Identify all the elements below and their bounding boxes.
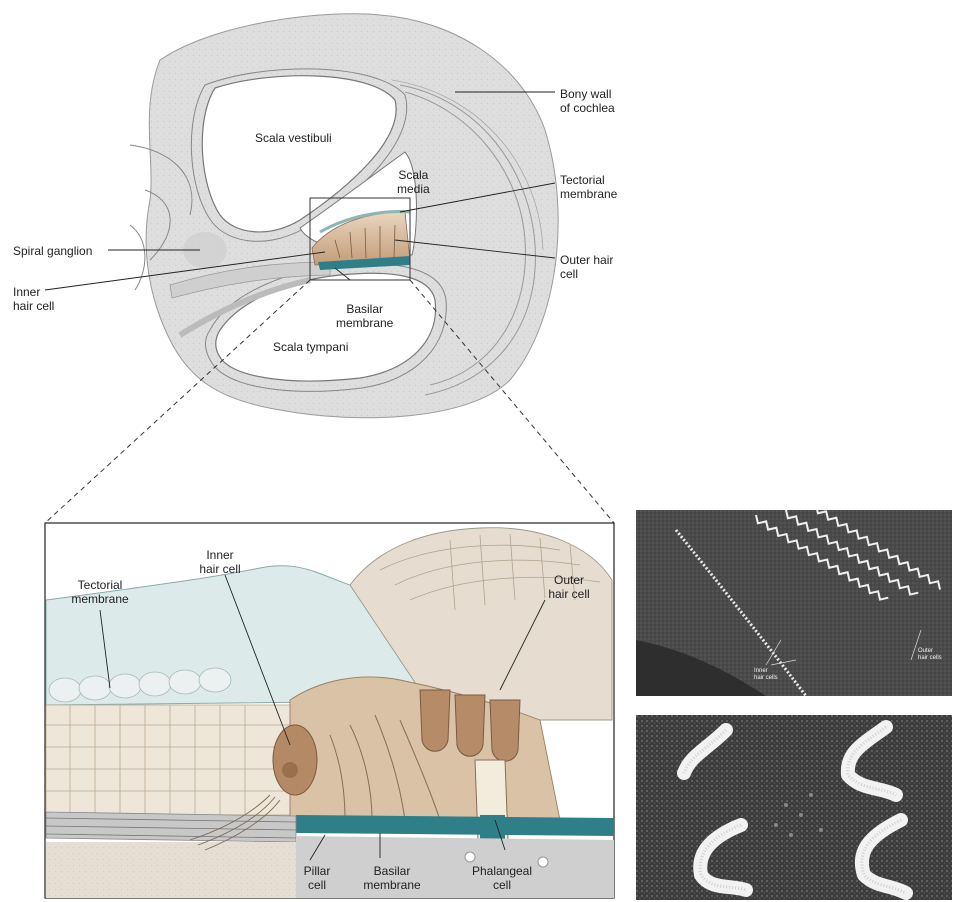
- label-inner-hair-cell-upper: Inner hair cell: [13, 285, 54, 313]
- micrograph-top: Inner hair cells Outer hair cells: [636, 510, 952, 696]
- label-basilar-membrane-detail: Basilar membrane: [363, 864, 420, 892]
- micrograph-label-outer: Outer hair cells: [918, 648, 942, 662]
- label-outer-hair-cell-upper: Outer hair cell: [560, 253, 613, 281]
- label-scala-tympani: Scala tympani: [273, 340, 348, 354]
- label-basilar-membrane-upper: Basilar membrane: [336, 302, 393, 330]
- inner-hair-cell-shape: [273, 725, 317, 795]
- label-inner-hair-cell-detail: Inner hair cell: [199, 548, 240, 576]
- micrograph-label-inner: Inner hair cells: [754, 668, 778, 682]
- label-tectorial-membrane-detail: Tectorial membrane: [71, 578, 128, 606]
- label-outer-hair-cell-detail: Outer hair cell: [548, 573, 589, 601]
- label-scala-vestibuli: Scala vestibuli: [255, 131, 332, 145]
- label-scala-media: Scala media: [397, 168, 430, 196]
- micrograph-bottom: [636, 715, 952, 900]
- label-pillar-cell: Pillar cell: [304, 864, 331, 892]
- basilar-membrane-detail: [296, 815, 614, 836]
- label-spiral-ganglion: Spiral ganglion: [13, 244, 92, 258]
- label-phalangeal-cell: Phalangeal cell: [472, 864, 532, 892]
- label-tectorial-membrane-upper: Tectorial membrane: [560, 173, 617, 201]
- label-bony-wall: Bony wall of cochlea: [560, 87, 615, 115]
